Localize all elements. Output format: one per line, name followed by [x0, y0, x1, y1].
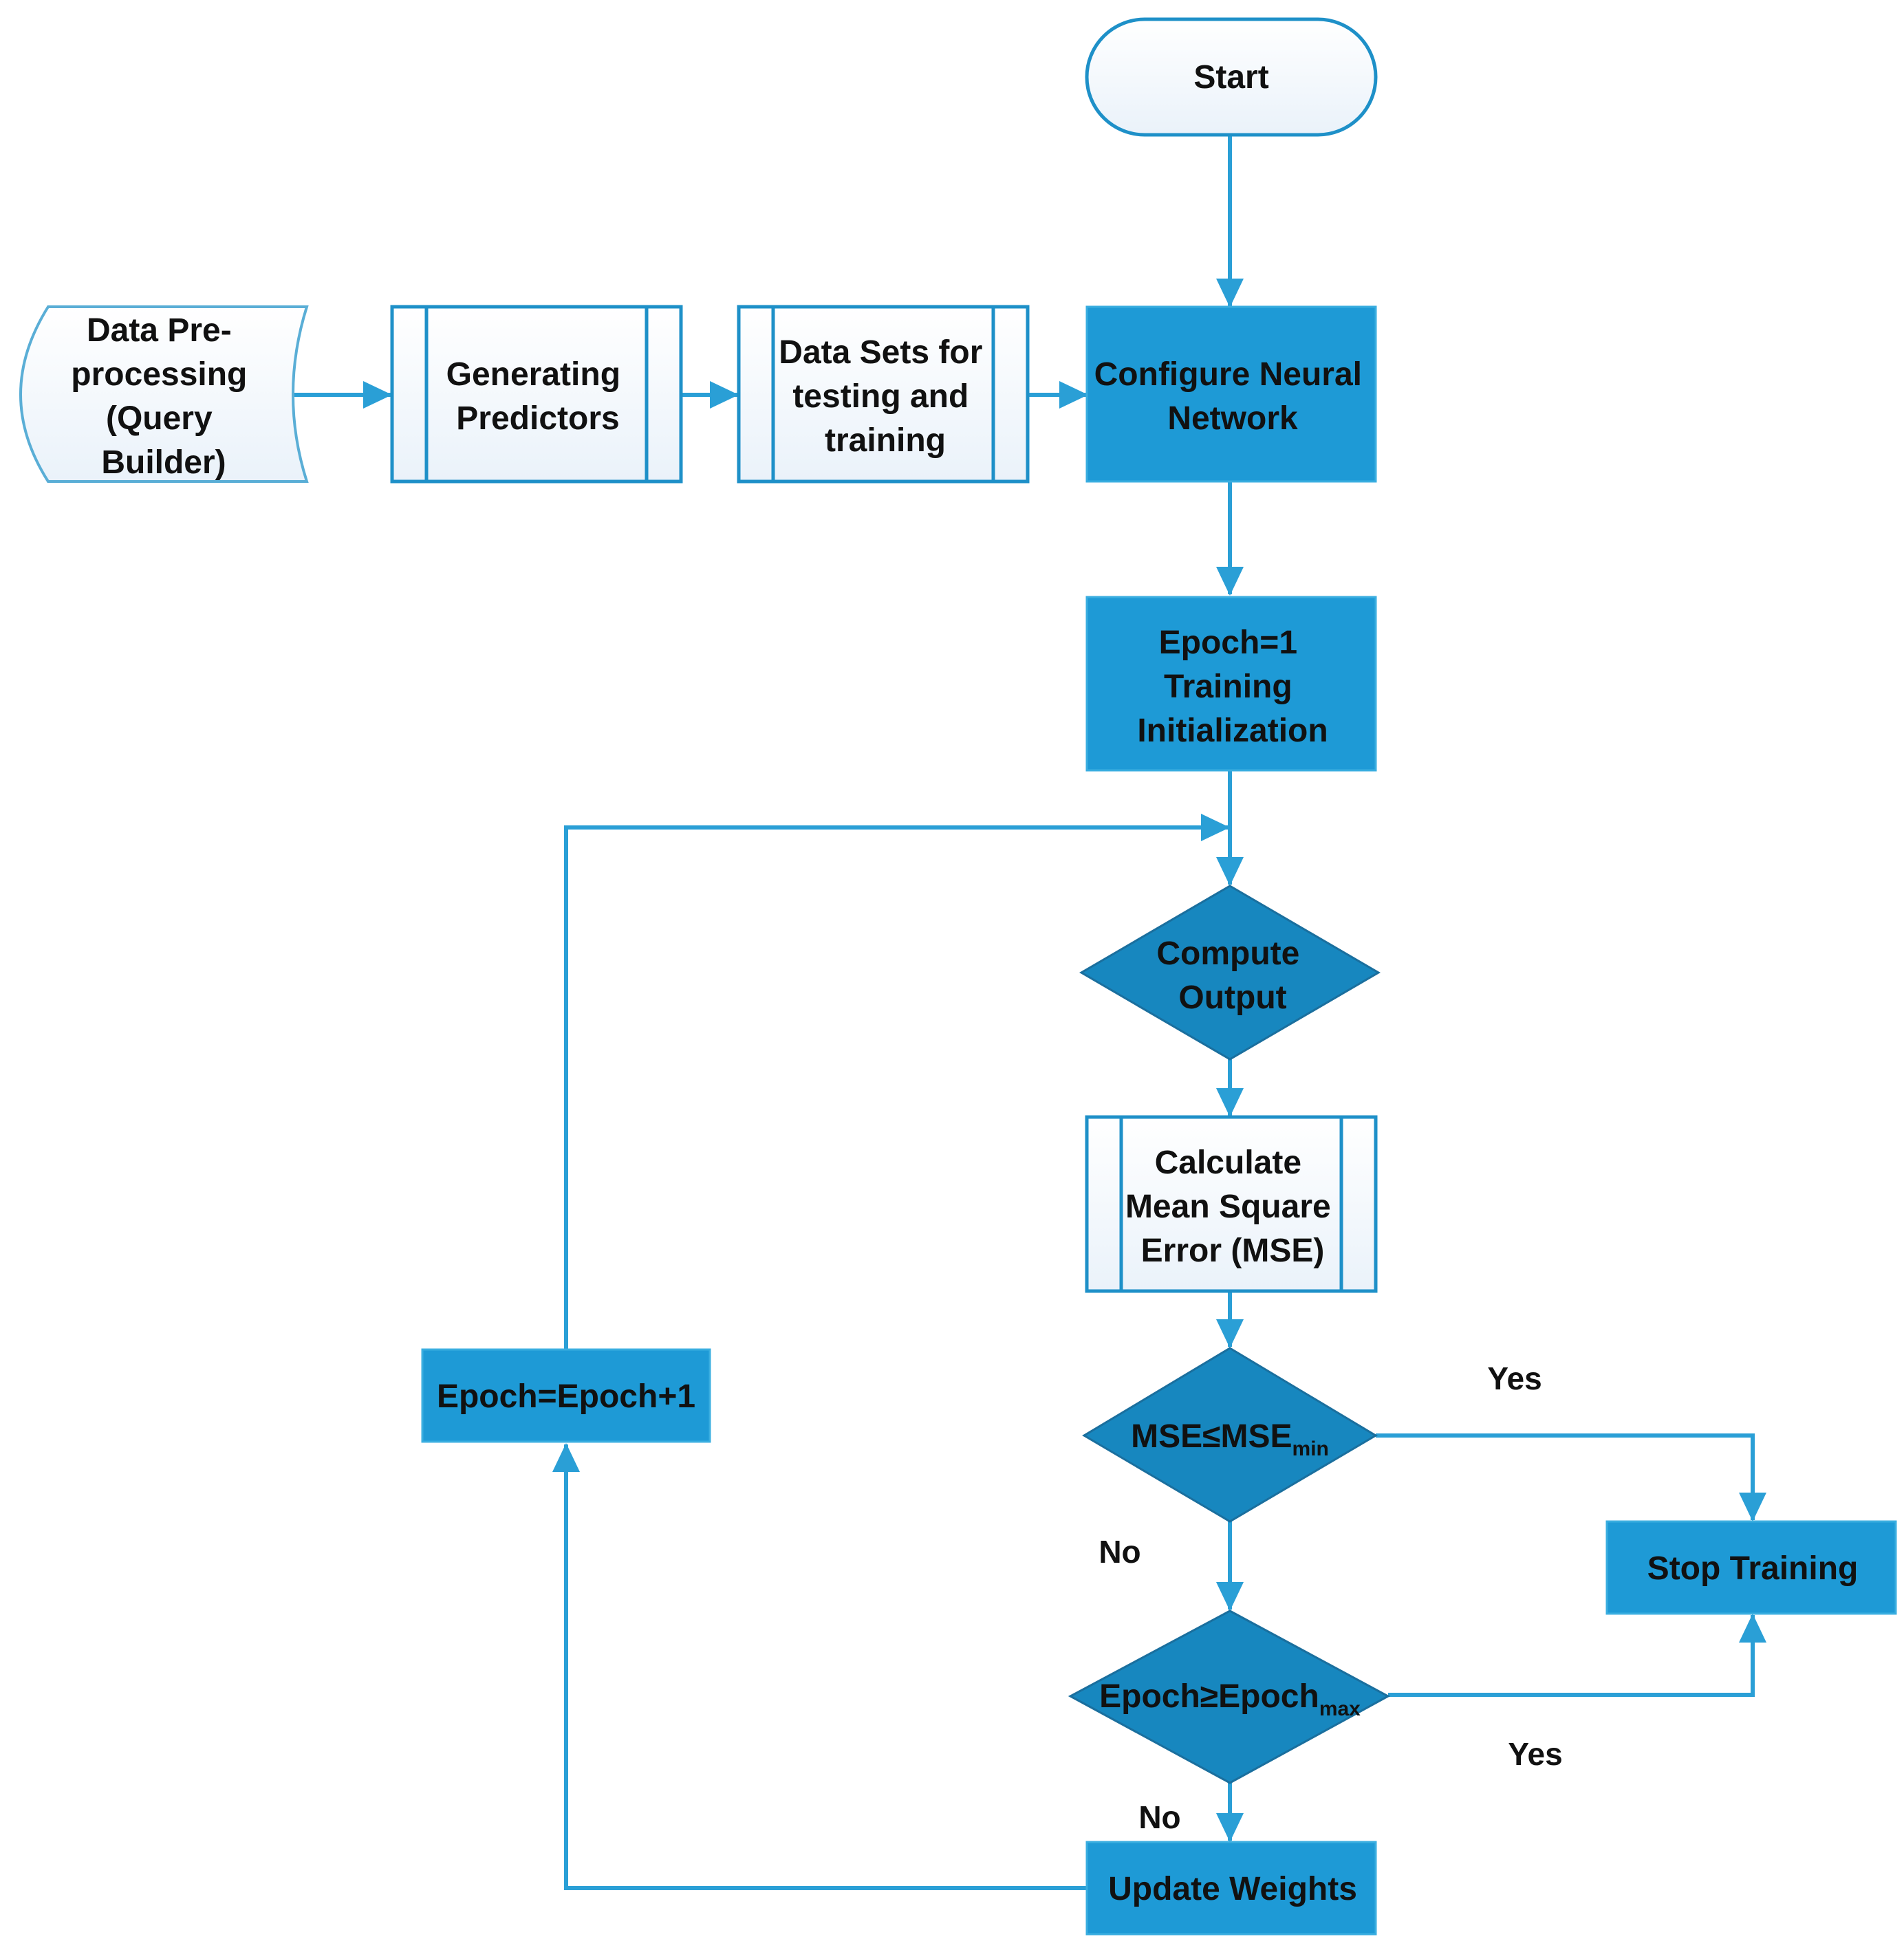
mse-calc-node: Calculate Mean Square Error (MSE): [1085, 1115, 1378, 1293]
predictors-line-1: Generating: [446, 356, 620, 393]
epoch-check-main: Epoch≥Epoch: [1099, 1678, 1319, 1715]
stop-node: Stop Training: [1605, 1520, 1897, 1615]
epoch-no-label: No: [1138, 1799, 1180, 1835]
configure-node: Configure Neural Network: [1085, 305, 1377, 483]
svg-text:Configure Neural Network: Configure Neural Network: [1094, 356, 1372, 437]
svg-text:Generating Predictors: Generating Predictors: [446, 356, 630, 437]
stop-label: Stop Training: [1647, 1550, 1859, 1587]
svg-text:Data Pre- processing: Data Pre- processing (Query Builder): [71, 312, 256, 481]
edge-update-epochinc: [552, 1443, 1087, 1890]
datasets-line-3: training: [825, 422, 946, 459]
update-label: Update Weights: [1108, 1871, 1357, 1907]
mse-no-label: No: [1099, 1534, 1140, 1570]
predictors-node: Generating Predictors: [390, 305, 683, 484]
edge-labels: Yes No Yes No: [1099, 1361, 1562, 1835]
datasets-line-2: testing and: [792, 378, 969, 415]
compute-line-2: Output: [1178, 979, 1286, 1016]
update-node: Update Weights: [1085, 1841, 1377, 1936]
edge-epochcheck-stop-yes: [1388, 1614, 1766, 1697]
datasets-line-1: Data Sets for: [779, 334, 982, 371]
preprocessing-node: Data Pre- processing (Query Builder): [19, 305, 309, 483]
svg-text:Epoch=1 Training I: Epoch=1 Training Initialization: [1137, 625, 1328, 749]
mse-check-sub: min: [1292, 1438, 1329, 1460]
edge-msecheck-stop-yes: [1376, 1433, 1766, 1521]
epoch-init-line-3: Initialization: [1137, 713, 1328, 749]
start-node: Start: [1085, 17, 1378, 137]
mse-calc-line-3: Error (MSE): [1141, 1233, 1325, 1269]
datasets-node: Data Sets for testing and training: [737, 305, 1030, 484]
epoch-init-line-2: Training: [1164, 669, 1292, 705]
predictors-line-2: Predictors: [456, 400, 619, 437]
edge-epochinc-loop: [564, 814, 1230, 1350]
preprocessing-line-4: Builder): [101, 444, 226, 481]
mse-yes-label: Yes: [1487, 1361, 1541, 1396]
svg-text:Data Sets for testing an: Data Sets for testing and training: [779, 334, 991, 459]
epoch-inc-node: Epoch=Epoch+1: [421, 1348, 711, 1443]
configure-line-1: Configure Neural: [1094, 356, 1362, 393]
epoch-inc-label: Epoch=Epoch+1: [437, 1378, 695, 1415]
preprocessing-line-2: processing: [71, 356, 247, 393]
svg-text:Epoch≥Epochmax: Epoch≥Epochmax: [1099, 1678, 1361, 1720]
preprocessing-line-3: (Query: [106, 400, 213, 437]
mse-calc-line-2: Mean Square: [1125, 1189, 1331, 1225]
configure-line-2: Network: [1167, 400, 1298, 437]
epoch-check-node: Epoch≥Epochmax: [1068, 1610, 1391, 1784]
epoch-init-line-1: Epoch=1: [1159, 625, 1297, 661]
compute-line-1: Compute: [1156, 935, 1299, 972]
epoch-check-sub: max: [1319, 1698, 1361, 1720]
mse-calc-line-1: Calculate: [1155, 1145, 1301, 1181]
epoch-init-node: Epoch=1 Training Initialization: [1085, 596, 1377, 772]
compute-node: Compute Output: [1079, 885, 1381, 1061]
mse-check-main: MSE≤MSE: [1131, 1418, 1292, 1455]
connectors: [283, 136, 1766, 1890]
epoch-yes-label: Yes: [1508, 1736, 1562, 1772]
svg-text:Calculate Mean Square: Calculate Mean Square Error (MSE): [1125, 1145, 1340, 1269]
preprocessing-line-1: Data Pre-: [87, 312, 232, 349]
mse-check-node: MSE≤MSEmin: [1082, 1347, 1378, 1523]
svg-text:Compute Output: Compute Output: [1156, 935, 1308, 1016]
start-label: Start: [1193, 59, 1268, 96]
svg-text:MSE≤MSEmin: MSE≤MSEmin: [1131, 1418, 1329, 1460]
